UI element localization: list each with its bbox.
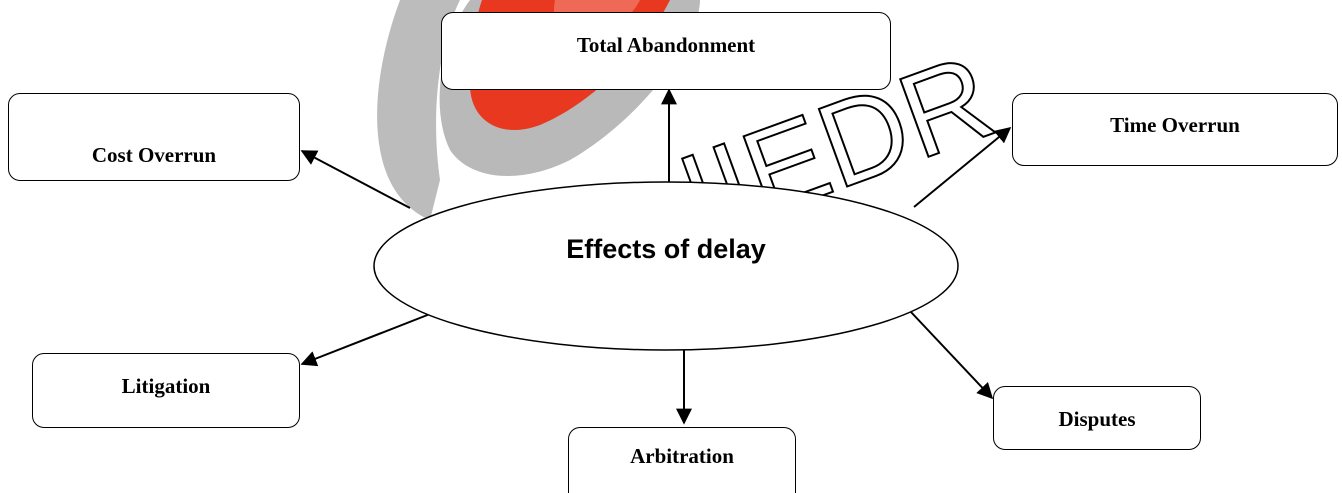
node-arbitration-label: Arbitration <box>630 444 734 468</box>
arrow-to-cost-overrun <box>300 150 411 209</box>
node-litigation-label: Litigation <box>121 374 211 398</box>
node-total-abandonment-label: Total Abandonment <box>576 33 756 57</box>
node-disputes: Disputes <box>993 386 1201 450</box>
node-disputes-label: Disputes <box>1058 407 1136 431</box>
node-time-overrun-label: Time Overrun <box>1110 113 1240 137</box>
node-cost-overrun-label: Cost Overrun <box>91 143 217 167</box>
arrow-to-litigation <box>300 313 431 367</box>
node-cost-overrun: Cost Overrun <box>8 93 300 181</box>
node-litigation: Litigation <box>32 353 300 428</box>
center-label: Effects of delay <box>566 234 766 264</box>
arrow-to-disputes <box>909 310 994 400</box>
center-ellipse <box>373 181 959 351</box>
arrow-to-time-overrun <box>913 126 1012 208</box>
node-arbitration: Arbitration <box>568 427 796 493</box>
node-time-overrun: Time Overrun <box>1012 93 1338 166</box>
node-total-abandonment: Total Abandonment <box>441 12 891 90</box>
